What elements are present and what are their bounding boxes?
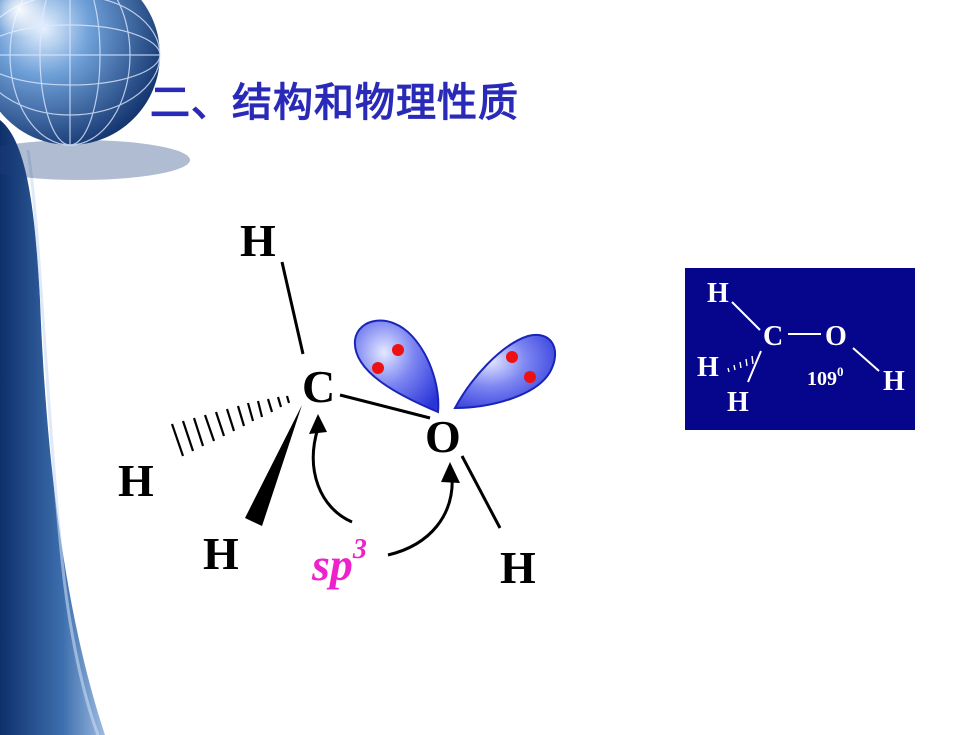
- atom-hydrogen-bottom: H: [203, 528, 239, 579]
- inset-atom-oxygen: O: [825, 321, 847, 352]
- arrow-head-right: [441, 462, 460, 483]
- orbital-lobe-right: [453, 333, 556, 410]
- bond-o-h: [460, 455, 502, 529]
- inset-atom-hydrogen-top: H: [707, 278, 729, 309]
- inset-bond-angle-degree: 0: [837, 364, 844, 379]
- inset-bond-c-h-bottom: [747, 350, 762, 383]
- wedge-bond-c-h: [245, 405, 302, 526]
- atom-hydrogen-top: H: [240, 215, 276, 266]
- inset-structure-diagram: H C O H H H 1090: [685, 268, 915, 430]
- inset-hashed-bond: [727, 355, 754, 373]
- electron-dot: [524, 371, 536, 383]
- swooshhighlight: [26, 149, 100, 735]
- hybridization-base: sp: [311, 539, 353, 590]
- globe-shadow: [0, 140, 190, 180]
- slide-title: 二、结构和物理性质: [150, 80, 519, 126]
- arrow-head-left: [309, 414, 327, 434]
- hybridization-label: sp3: [311, 534, 367, 590]
- inset-background: [685, 268, 915, 430]
- orbital-lobe-left: [353, 319, 440, 414]
- electron-dot: [372, 362, 384, 374]
- bond-c-h-top: [280, 261, 305, 355]
- inset-atom-hydrogen-oh: H: [883, 366, 905, 397]
- inset-bond-o-h: [852, 347, 880, 372]
- hybridization-arrows: [311, 427, 454, 557]
- inset-atom-hydrogen-bottom: H: [727, 387, 749, 418]
- inset-bond-angle-value: 109: [807, 368, 837, 390]
- inset-atom-carbon: C: [763, 321, 783, 352]
- inset-bond-angle-label: 1090: [807, 364, 844, 390]
- globe-icon: [0, 0, 161, 146]
- electron-dot: [506, 351, 518, 363]
- atom-oxygen: O: [425, 411, 461, 462]
- atom-hydrogen-oh: H: [500, 542, 536, 593]
- hashed-bond-c-h: [170, 395, 291, 457]
- atom-carbon: C: [302, 361, 335, 412]
- blue-swoosh: [0, 120, 105, 735]
- bond-c-o: [339, 393, 431, 420]
- inset-bond-c-h-top: [731, 301, 761, 331]
- hybridization-superscript: 3: [352, 534, 367, 565]
- inset-atom-hydrogen-left: H: [697, 352, 719, 383]
- atom-hydrogen-left: H: [118, 455, 154, 506]
- electron-dot: [392, 344, 404, 356]
